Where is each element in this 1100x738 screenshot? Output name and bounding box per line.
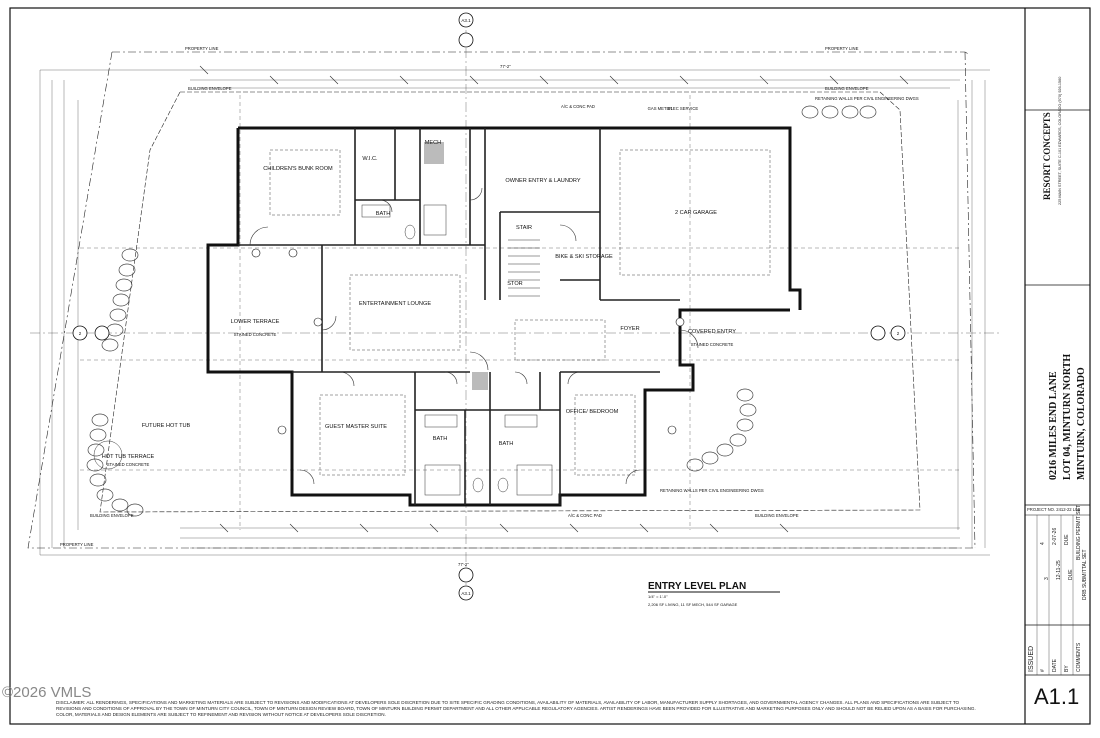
plan-area-note: 2,206 SF LIVING, 11 SF MECH, 544 SF GARA… (648, 602, 738, 607)
building-envelope (99, 91, 921, 513)
svg-text:PROPERTY LINE: PROPERTY LINE (825, 46, 859, 51)
project-line-3: MINTURN, COLORADO (1076, 367, 1087, 480)
room-labels: CHILDREN'S BUNK ROOM BATH W.I.C. MECH OW… (102, 140, 737, 460)
exterior-walls (206, 126, 802, 507)
svg-text:STAINED CONCRETE: STAINED CONCRETE (107, 462, 150, 467)
room-stor: STOR (507, 281, 522, 287)
svg-text:77'-2": 77'-2" (458, 562, 469, 567)
issue-row-2-date: 12-11-25 (1056, 560, 1062, 580)
svg-text:PROPERTY LINE: PROPERTY LINE (185, 46, 219, 51)
interior-walls (238, 128, 680, 505)
dimension-lines (30, 30, 1000, 595)
room-garage: 2 CAR GARAGE (675, 210, 717, 216)
col-by: BY (1064, 665, 1070, 672)
section-markers (72, 12, 906, 601)
room-stair: STAIR (516, 225, 532, 231)
svg-text:STAINED CONCRETE: STAINED CONCRETE (691, 342, 734, 347)
svg-text:2: 2 (897, 331, 900, 336)
room-guest-master: GUEST MASTER SUITE (325, 424, 387, 430)
stair-treads (508, 239, 540, 297)
dimension-ticks (199, 65, 909, 533)
plumbing-fixtures (93, 204, 553, 496)
col-comments: COMMENTS (1076, 642, 1082, 672)
sheet-number: A1.1 (1034, 684, 1080, 709)
firm-address: 225 MAIN STREET, SUITE C-101 EDWARDS, CO… (1058, 76, 1062, 205)
svg-text:A/C & CONC PAD: A/C & CONC PAD (561, 104, 595, 109)
room-owner-entry: OWNER ENTRY & LAUNDRY (505, 178, 580, 184)
room-office: OFFICE/ BEDROOM (566, 409, 619, 415)
issue-row-1-date: 2-07-26 (1052, 527, 1058, 545)
svg-text:ELEC SERVICE: ELEC SERVICE (668, 106, 699, 111)
issued-label: ISSUED (1028, 645, 1035, 672)
svg-text:GAS METER: GAS METER (648, 106, 673, 111)
issue-table-grid (1036, 515, 1074, 675)
vmls-watermark: ©2026 VMLS (2, 684, 92, 701)
room-sublabels: STAINED CONCRETE STAINED CONCRETE STAINE… (107, 104, 734, 518)
svg-text:STAINED CONCRETE: STAINED CONCRETE (234, 332, 277, 337)
room-bath-left: BATH (433, 436, 448, 442)
plan-title: ENTRY LEVEL PLAN (648, 581, 746, 592)
col-date: DATE (1052, 659, 1058, 672)
room-bike-ski: BIKE & SKI STORAGE (555, 254, 613, 260)
room-mech: MECH (425, 140, 441, 146)
room-wic-top: W.I.C. (362, 156, 378, 162)
svg-text:BUILDING ENVELOPE: BUILDING ENVELOPE (188, 86, 232, 91)
svg-text:2: 2 (79, 331, 82, 336)
issue-row-2-comments: DRB SUBMITTAL SET (1082, 549, 1088, 600)
room-entertainment: ENTERTAINMENT LOUNGE (359, 301, 431, 307)
disclaimer-text: DISCLAIMER: ALL RENDERINGS, SPECIFICATIO… (56, 700, 976, 718)
svg-text:A/C & CONC PAD: A/C & CONC PAD (568, 513, 602, 518)
section-marker-labels: A3.1 A3.1 2 2 (79, 18, 900, 596)
site-labels: PROPERTY LINE PROPERTY LINE PROPERTY LIN… (60, 46, 919, 567)
project-number: PROJECT NO. 2412-22 L04 (1027, 507, 1080, 512)
mech-shaded-lower (472, 372, 488, 390)
room-hot-tub: HOT TUB TERRACE (102, 454, 155, 460)
room-childrens-bunk: CHILDREN'S BUNK ROOM (263, 166, 333, 172)
firm-name: RESORT CONCEPTS (1042, 112, 1052, 200)
issue-row-2-by: DUE (1068, 569, 1074, 580)
project-line-2: LOT 04, MINTURN NORTH (1062, 353, 1073, 480)
ceiling-dashed (269, 149, 771, 476)
issue-row-2-num: 3 (1044, 577, 1050, 580)
door-swings (249, 187, 699, 485)
mech-shaded (424, 142, 444, 164)
col-num: # (1040, 669, 1046, 672)
project-line-1: 0216 MILES END LANE (1048, 371, 1059, 480)
sheet-border (9, 7, 1091, 725)
grid-bubbles (251, 248, 685, 435)
issue-row-1-num: 4 (1040, 542, 1046, 545)
retaining-wall-stones (86, 105, 877, 517)
svg-text:77'-2": 77'-2" (500, 64, 511, 69)
issue-row-1-by: DUE (1064, 534, 1070, 545)
room-foyer: FOYER (620, 326, 639, 332)
svg-text:BUILDING ENVELOPE: BUILDING ENVELOPE (755, 513, 799, 518)
room-bath-right: BATH (499, 441, 514, 447)
room-lower-terrace: LOWER TERRACE (231, 319, 280, 325)
plan-scale: 1/4" = 1'-0" (648, 594, 668, 599)
svg-text:A3.1: A3.1 (461, 18, 471, 23)
svg-text:PROPERTY LINE: PROPERTY LINE (60, 542, 94, 547)
svg-text:RETAINING WALLS PER CIVIL ENGI: RETAINING WALLS PER CIVIL ENGINEERING DW… (815, 96, 919, 101)
property-line (27, 51, 976, 549)
svg-text:BUILDING ENVELOPE: BUILDING ENVELOPE (90, 513, 134, 518)
room-bath-top: BATH (376, 211, 391, 217)
room-future-hot-tub: FUTURE HOT TUB (142, 423, 191, 429)
svg-text:A3.1: A3.1 (461, 591, 471, 596)
svg-text:RETAINING WALLS PER CIVIL ENGI: RETAINING WALLS PER CIVIL ENGINEERING DW… (660, 488, 764, 493)
room-covered-entry: COVERED ENTRY (688, 329, 736, 335)
svg-text:BUILDING ENVELOPE: BUILDING ENVELOPE (825, 86, 869, 91)
